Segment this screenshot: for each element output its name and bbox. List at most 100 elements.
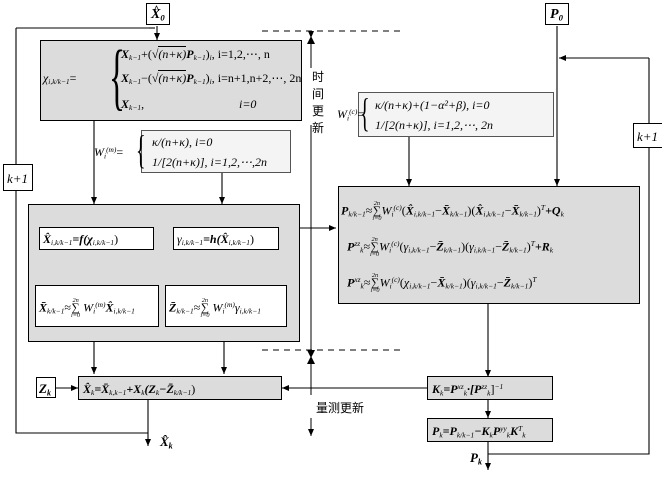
sigma-row-2: Xk−1−(√(n+κ)Pk−1)i, i=n+1,n+2,⋯, 2n xyxy=(121,70,302,87)
transpose-mark: T xyxy=(530,239,535,249)
measurement-propagation-formula: γi,k/k−1=h(X̂i,k/k−1) xyxy=(177,232,254,248)
p-superscript: zz xyxy=(481,382,488,391)
covariance-update-box: Pk=Pk/k−1−KkPyykKTk xyxy=(427,418,553,442)
w-subscript: i xyxy=(222,306,225,316)
x-hat-symbol: X̂ xyxy=(405,203,414,218)
x-hat-symbol: X̂ xyxy=(83,382,92,396)
initial-covariance-box: P0 xyxy=(545,3,569,25)
f-function: =f(χ xyxy=(72,232,93,246)
brace-icon: { xyxy=(109,36,125,118)
p-subscript: k−1 xyxy=(193,77,206,87)
covariance-weights-box: Wi(c)= { κ/(n+κ)+(1−α²+β), i=0 1/[2(n+κ)… xyxy=(337,92,554,137)
x-hat-subscript: k−1 xyxy=(129,77,142,87)
measurement-symbol: Z xyxy=(39,381,47,396)
p-superscript: yy xyxy=(500,424,507,433)
predicted-mean-state-formula: X̄k/k−1≈2n∑i=0 Wi(m)X̂i,k/k−1 xyxy=(39,297,135,319)
z-bar-subscript: k/k−1 xyxy=(509,245,527,255)
initial-state-symbol: X xyxy=(151,7,161,22)
sigma-row-1: Xk−1+(√(n+κ)Pk−1)i, i=1,2,⋯, n xyxy=(121,46,270,63)
x-hat-subscript: k−1 xyxy=(129,103,142,113)
n-plus-kappa: (n+κ) xyxy=(158,70,187,85)
measurement-propagation-box: γi,k/k−1=h(X̂i,k/k−1) xyxy=(173,227,279,250)
kalman-gain-box: Kk=Pxzk·[Pzzk]−1 xyxy=(427,376,553,400)
sum-lower-limit: i=0 xyxy=(71,311,81,319)
w-superscript: (m) xyxy=(95,300,106,310)
gain-symbol: K xyxy=(510,424,519,439)
state-estimate-output: X̂k xyxy=(160,435,173,450)
wm-lhs: Wi(m)= xyxy=(94,145,124,161)
z-bar-symbol: Z̄ xyxy=(436,239,444,254)
w-symbol: W xyxy=(83,300,94,315)
wm-row-1: κ/(n+κ), i=0 xyxy=(152,135,213,149)
p-symbol: P xyxy=(186,47,194,61)
sigma-lhs: χi,k/k−1= xyxy=(43,71,77,87)
x-bar-subscript: k/k−1 xyxy=(47,306,65,316)
x-hat-subscript: i,k/k−1 xyxy=(228,238,250,248)
p-subscript: k/k−1 xyxy=(456,430,475,440)
wc-lhs: Wi(c)= xyxy=(337,107,365,123)
r-symbol: +R xyxy=(534,239,550,254)
x-bar-subscript: k,k−1 xyxy=(109,388,127,398)
r-subscript: k xyxy=(549,245,554,255)
sum-upper-limit: 2n xyxy=(371,236,378,243)
p-superscript: zz xyxy=(354,239,361,249)
p-superscript: xz xyxy=(354,275,361,285)
measurement-input-box: Zk xyxy=(36,377,56,398)
transpose-mark: T xyxy=(532,275,537,285)
transpose-mark: T xyxy=(540,203,546,213)
p-subscript: k xyxy=(360,281,364,291)
gain-subscript: k xyxy=(522,430,526,440)
x-hat-symbol: X̂ xyxy=(43,232,52,246)
gamma-subscript: i,k/k−1 xyxy=(239,306,261,316)
sigma-row-2-index: , i=n+1,n+2,⋯, 2n xyxy=(211,71,302,85)
time-update-char-2: 间 xyxy=(312,87,325,101)
x-hat-subscript: k xyxy=(91,388,95,398)
loop-increment-right-label: k+1 xyxy=(637,129,659,144)
brace-icon: { xyxy=(136,127,146,172)
w-symbol: W xyxy=(379,275,390,290)
covariance-update-formula: Pk=Pk/k−1−KkPyykKTk xyxy=(432,424,526,439)
wc-row-1: κ/(n+κ)+(1−α²+β), i=0 xyxy=(375,98,490,112)
x-bar-subscript: k/k−1 xyxy=(519,209,537,219)
state-update-box: X̂k=X̄k,k−1+Xk(Zk−Z̄k/k−1) xyxy=(78,376,282,400)
x-bar-symbol: X̄ xyxy=(437,275,446,290)
predicted-mean-measurement-box: Z̄k/k−1≈2n∑i=0 Wi(m)γi,k/k−1 xyxy=(165,285,287,327)
w-symbol: W xyxy=(379,239,390,254)
q-symbol: +Q xyxy=(545,203,561,218)
wc-row-2: 1/[2(n+κ)], i=1,2,⋯, 2n xyxy=(375,118,493,132)
predicted-mean-state-box: X̄k/k−1≈2n∑i=0 Wi(m)X̂i,k/k−1 xyxy=(35,285,159,327)
close-paren: ) xyxy=(205,71,210,85)
w-superscript: (m) xyxy=(224,300,235,310)
loop-increment-left-label: k+1 xyxy=(7,171,29,186)
p-subscript: k xyxy=(487,388,491,398)
x-hat-symbol: X̂ xyxy=(105,300,114,315)
z-subscript: k xyxy=(155,388,160,398)
p-subscript: k/k−1 xyxy=(348,209,366,219)
x-hat-symbol: X xyxy=(121,97,130,111)
sum-icon: 2n∑i=0 xyxy=(372,200,382,222)
measurement-subscript: k xyxy=(46,388,51,398)
gamma-subscript: i,k/k−1 xyxy=(475,281,497,291)
x-hat-subscript: i,k/k−1 xyxy=(113,306,135,316)
chi-subscript: i,k/k−1 xyxy=(92,238,115,248)
w-symbol: W xyxy=(212,300,223,315)
x-hat-subscript: k−1 xyxy=(129,53,142,63)
x-bar-subscript: k/k−1 xyxy=(445,281,463,291)
p-symbol: P xyxy=(186,71,194,85)
w-symbol: W xyxy=(337,107,347,122)
gain-symbol: +X xyxy=(126,382,142,396)
w-superscript: (c) xyxy=(391,239,400,249)
wm-row-2: 1/[2(n+κ)], i=1,2,⋯,2n xyxy=(152,155,267,169)
sum-upper-limit: 2n xyxy=(371,272,379,279)
z-bar-symbol: −Z̄ xyxy=(159,382,174,396)
w-subscript: i xyxy=(389,281,392,291)
close-paren: ) xyxy=(205,47,210,61)
time-update-char-1: 时 xyxy=(312,70,325,84)
sigma-row-1-index: , i=1,2,⋯, n xyxy=(211,47,270,61)
sqrt-icon: √ xyxy=(151,71,159,85)
time-update-label: 时 间 更 新 xyxy=(312,68,326,136)
w-subscript: i xyxy=(347,113,350,123)
i-subscript: i xyxy=(209,53,212,63)
